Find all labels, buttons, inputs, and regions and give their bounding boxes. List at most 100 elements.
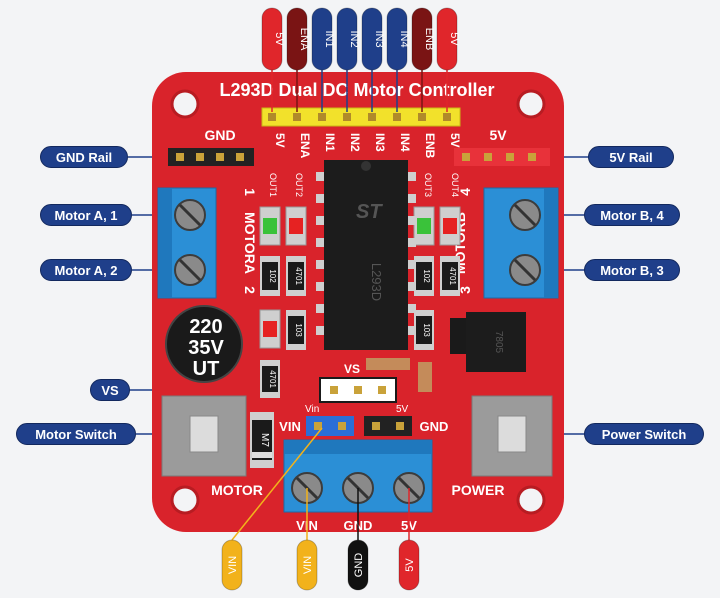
regulator-7805 (466, 312, 526, 372)
regulator-tab (450, 318, 468, 354)
pin-tag-label: GND (353, 553, 365, 578)
capacitor-value: 220 (189, 316, 222, 338)
pin-tag: 5V (261, 7, 285, 112)
smd-capacitor (418, 362, 432, 392)
callout-gnd-rail: GND Rail (40, 146, 128, 168)
pin-tag: ENA (286, 7, 310, 112)
header-pin (268, 113, 276, 121)
header-pin-label: IN3 (373, 133, 387, 152)
vs-label: VS (344, 362, 360, 376)
mount-hole (516, 485, 546, 515)
pin-tag-label: IN2 (348, 30, 360, 47)
resistor-label: 103 (294, 323, 303, 337)
pin-tag: 5V (436, 7, 460, 112)
pin-tag: IN1 (311, 7, 335, 112)
header-pin-label: ENB (423, 133, 437, 159)
pin-tag-label: IN4 (398, 30, 410, 47)
pin-tag: IN3 (361, 7, 385, 112)
gnd-header-label: GND (420, 419, 449, 434)
pin-tag: GND (347, 539, 369, 591)
st-logo-icon: ST (356, 201, 383, 223)
diode-label: M7 (259, 433, 270, 447)
control-header (261, 107, 461, 127)
fivev-rail-header (454, 148, 550, 166)
pin-tag-label: ENB (423, 28, 435, 51)
pin-tag: VIN (296, 539, 318, 591)
chip-label: L293D (369, 263, 384, 301)
callout-vs: VS (90, 379, 130, 401)
header-pin (368, 113, 376, 121)
gnd-header (364, 416, 412, 436)
pin-tag-label: IN3 (373, 30, 385, 47)
power-switch-label: POWER (452, 482, 505, 498)
header-pin (343, 113, 351, 121)
pin-tag: IN2 (336, 7, 360, 112)
chip-pin (406, 172, 416, 181)
resistor-label: 102 (422, 269, 431, 283)
vin-header-label: VIN (279, 419, 301, 434)
out4-label: OUT4 (450, 173, 460, 197)
chip-pin (406, 194, 416, 203)
gnd-rail-label: GND (204, 127, 235, 143)
pin-tag: 5V (398, 539, 420, 591)
motor-b-num4: 4 (457, 188, 473, 196)
chip-pin (406, 326, 416, 335)
out2-label: OUT2 (294, 173, 304, 197)
resistor-label: 102 (268, 269, 277, 283)
callout-motor-switch: Motor Switch (16, 423, 136, 445)
header-pin-label: 5V (448, 133, 462, 148)
callout-motor-b4: Motor B, 4 (584, 204, 680, 226)
resistor-label: 4701 (268, 370, 277, 388)
vin-small-label: Vin (305, 404, 319, 415)
pin-tag: ENB (411, 7, 435, 112)
chip-pin (316, 260, 326, 269)
smd-capacitor (366, 358, 410, 370)
pin-tag: IN4 (386, 7, 410, 112)
motor-b-num3: 3 (457, 286, 473, 294)
pin-tag-label: IN1 (323, 30, 335, 47)
out3-label: OUT3 (423, 173, 433, 197)
chip-pin (406, 260, 416, 269)
chip-pin (316, 216, 326, 225)
pin-tag-label: 5V (404, 558, 416, 572)
pin-tag-label: 5V (273, 32, 285, 46)
pin-tag-label: VIN (227, 556, 239, 574)
vin-header (306, 416, 354, 436)
header-pin (443, 113, 451, 121)
l293d-chip (324, 160, 408, 350)
chip-pin (316, 194, 326, 203)
mount-hole (170, 89, 200, 119)
header-pin (418, 113, 426, 121)
header-pin (393, 113, 401, 121)
motor-switch-label: MOTOR (211, 482, 263, 498)
fivev-small-label: 5V (396, 404, 409, 415)
callout-motor-a1: Motor A, 1 (40, 204, 132, 226)
callout-fivev-rail: 5V Rail (588, 146, 674, 168)
capacitor-voltage: 35V (188, 337, 224, 359)
motor-a-num1: 1 (242, 188, 258, 196)
pin-tag-label: ENA (298, 28, 310, 51)
pin-tag-label: 5V (448, 32, 460, 46)
gnd-rail-header (168, 148, 254, 166)
chip-pin (406, 282, 416, 291)
callout-power-switch: Power Switch (584, 423, 704, 445)
header-pin-label: IN2 (348, 133, 362, 152)
chip-pin (316, 326, 326, 335)
out1-label: OUT1 (268, 173, 278, 197)
header-pin (293, 113, 301, 121)
header-pin-label: ENA (298, 133, 312, 159)
header-pin-label: IN4 (398, 133, 412, 152)
fivev-rail-label: 5V (489, 127, 507, 143)
chip-pin (406, 304, 416, 313)
pin-tag: VIN (221, 539, 243, 591)
callout-motor-a2: Motor A, 2 (40, 259, 132, 281)
resistor-label: 4701 (294, 267, 303, 285)
chip-pin (316, 238, 326, 247)
led-indicators (259, 206, 461, 349)
resistor-label: 103 (422, 323, 431, 337)
header-pin-label: IN1 (323, 133, 337, 152)
mount-hole (516, 89, 546, 119)
regulator-label: 7805 (493, 331, 504, 354)
